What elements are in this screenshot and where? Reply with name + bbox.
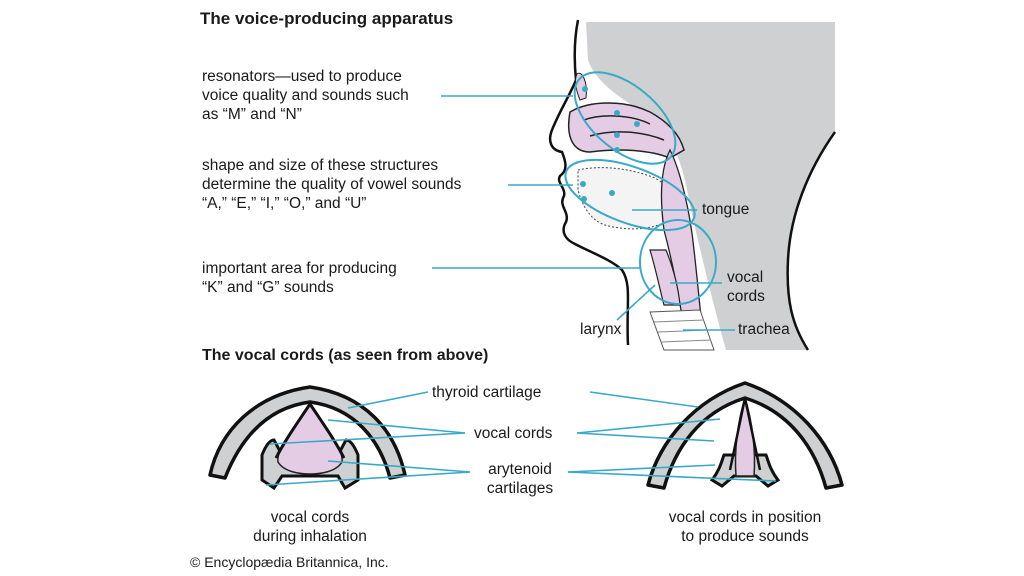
label-larynx: larynx [580,321,622,338]
annotation-line: voice quality and sounds such [202,87,409,104]
caption-line: vocal cords in position [668,509,822,526]
caption-line: during inhalation [253,528,367,545]
label-vocal-cords-center: vocal cords [474,425,553,442]
caption-phonation: vocal cords in position to produce sound… [640,508,850,546]
head-illustration [548,19,837,351]
caption-inhalation: vocal cords during inhalation [220,508,400,546]
label-tongue: tongue [702,201,750,218]
vocal-cords-section-title: The vocal cords (as seen from above) [202,347,489,364]
annotation-line: determine the quality of vowel sounds [202,176,462,193]
annotation-line: resonators—used to produce [202,68,402,85]
label-line: vocal [727,269,764,286]
vocal-cords-inhalation-illustration [208,385,407,491]
label-line: arytenoid [488,461,552,478]
annotation-line: “K” and “G” sounds [202,279,334,296]
label-trachea: trachea [738,321,790,338]
annotation-k-g-sounds: important area for producing “K” and “G”… [202,259,397,297]
annotation-vowels: shape and size of these structures deter… [202,156,461,213]
figure-title: The voice-producing apparatus [200,9,454,28]
caption-line: to produce sounds [681,528,809,545]
head-leader-lines [432,95,735,331]
label-line: cords [727,288,765,305]
label-arytenoid-cartilages: arytenoid cartilages [474,460,566,498]
label-line: cartilages [486,480,554,497]
annotation-line: as “M” and “N” [202,106,302,123]
annotation-line: shape and size of these structures [202,157,439,174]
copyright-credit: © Encyclopædia Britannica, Inc. [190,554,389,570]
vocal-cords-phonation-illustration [646,381,844,490]
annotation-line: important area for producing [202,260,397,277]
label-thyroid-cartilage: thyroid cartilage [432,384,542,401]
vocal-cords-leader-lines [265,391,777,486]
caption-line: vocal cords [270,509,350,526]
label-vocal-cords: vocal cords [727,268,765,306]
annotation-line: “A,” “E,” “I,” “O,” and “U” [202,195,367,212]
annotation-resonators: resonators—used to produce voice quality… [202,67,409,124]
